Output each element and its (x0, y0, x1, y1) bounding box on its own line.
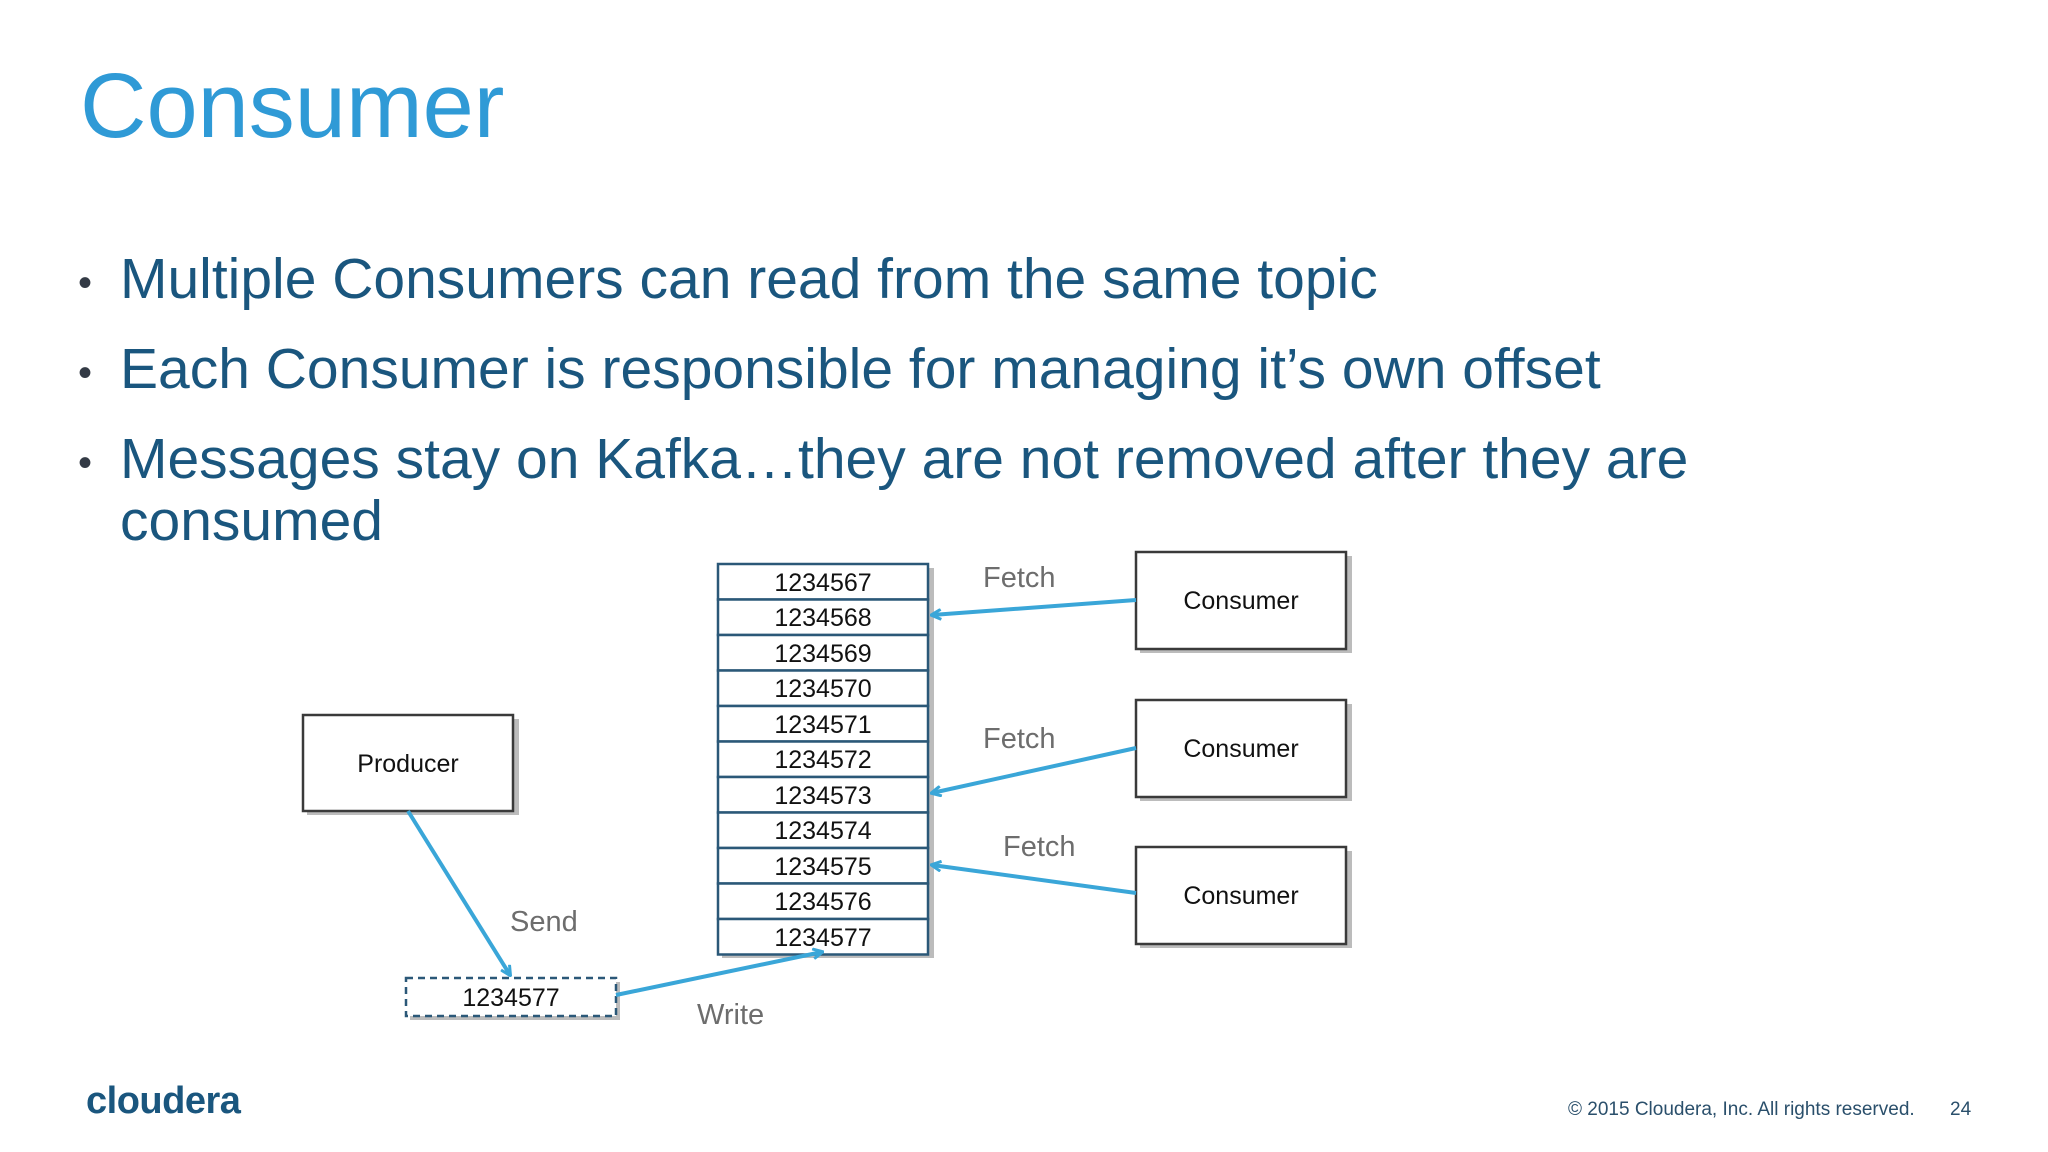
bullet-item: Messages stay on Kafka…they are not remo… (78, 428, 1938, 552)
pending-message-box: 1234577 (404, 976, 620, 1020)
consumer-label: Consumer (1183, 735, 1298, 763)
slide-title: Consumer (80, 55, 505, 157)
log-cell: 1234576 (716, 882, 930, 921)
fetch-label: Fetch (983, 723, 1056, 755)
bullet-item: Multiple Consumers can read from the sam… (78, 248, 1938, 314)
log-cell: 1234577 (716, 917, 930, 956)
bullet-item: Each Consumer is responsible for managin… (78, 338, 1938, 404)
log-cell: 1234568 (716, 598, 930, 637)
log-offset: 1234570 (774, 675, 871, 703)
fetch-arrow-1 (932, 598, 1137, 615)
log-cell: 1234573 (716, 775, 930, 814)
log-offset: 1234575 (774, 853, 871, 881)
log-cell: 1234575 (716, 846, 930, 885)
pending-message-label: 1234577 (462, 984, 559, 1012)
cloudera-logo: cloudera (86, 1080, 241, 1122)
log-offset: 1234568 (774, 604, 871, 632)
producer-label: Producer (357, 750, 458, 778)
log-offset: 1234577 (774, 924, 871, 952)
consumer-box-2: Consumer (1134, 698, 1352, 801)
copyright-text: © 2015 Cloudera, Inc. All rights reserve… (1568, 1099, 1915, 1120)
log-offset: 1234572 (774, 746, 871, 774)
producer-box: Producer (301, 713, 519, 815)
log-cell: 1234567 (716, 562, 930, 601)
log-cell: 1234572 (716, 740, 930, 779)
consumer-box-1: Consumer (1134, 550, 1352, 653)
fetch-label: Fetch (1003, 831, 1076, 863)
page-number: 24 (1950, 1099, 1972, 1120)
log-cell: 1234571 (716, 704, 930, 743)
log-offset: 1234567 (774, 569, 871, 597)
send-arrow (406, 809, 510, 975)
fetch-arrow-2 (932, 746, 1137, 793)
consumer-label: Consumer (1183, 587, 1298, 615)
consumer-label: Consumer (1183, 882, 1298, 910)
fetch-arrow-3 (932, 865, 1137, 895)
log-offset: 1234571 (774, 711, 871, 739)
log-cell: 1234570 (716, 669, 930, 708)
write-arrow (615, 952, 822, 997)
log-cell: 1234574 (716, 811, 930, 850)
log-offset: 1234574 (774, 817, 871, 845)
log-offset: 1234573 (774, 782, 871, 810)
write-label: Write (697, 999, 764, 1031)
fetch-label: Fetch (983, 562, 1056, 594)
topic-log: 1234567 1234568 1234569 1234570 1234571 … (716, 562, 934, 958)
bullet-list: Multiple Consumers can read from the sam… (78, 248, 1938, 580)
log-offset: 1234569 (774, 640, 871, 668)
consumer-box-3: Consumer (1134, 845, 1352, 948)
log-offset: 1234576 (774, 888, 871, 916)
log-cell: 1234569 (716, 633, 930, 672)
send-label: Send (510, 906, 578, 938)
